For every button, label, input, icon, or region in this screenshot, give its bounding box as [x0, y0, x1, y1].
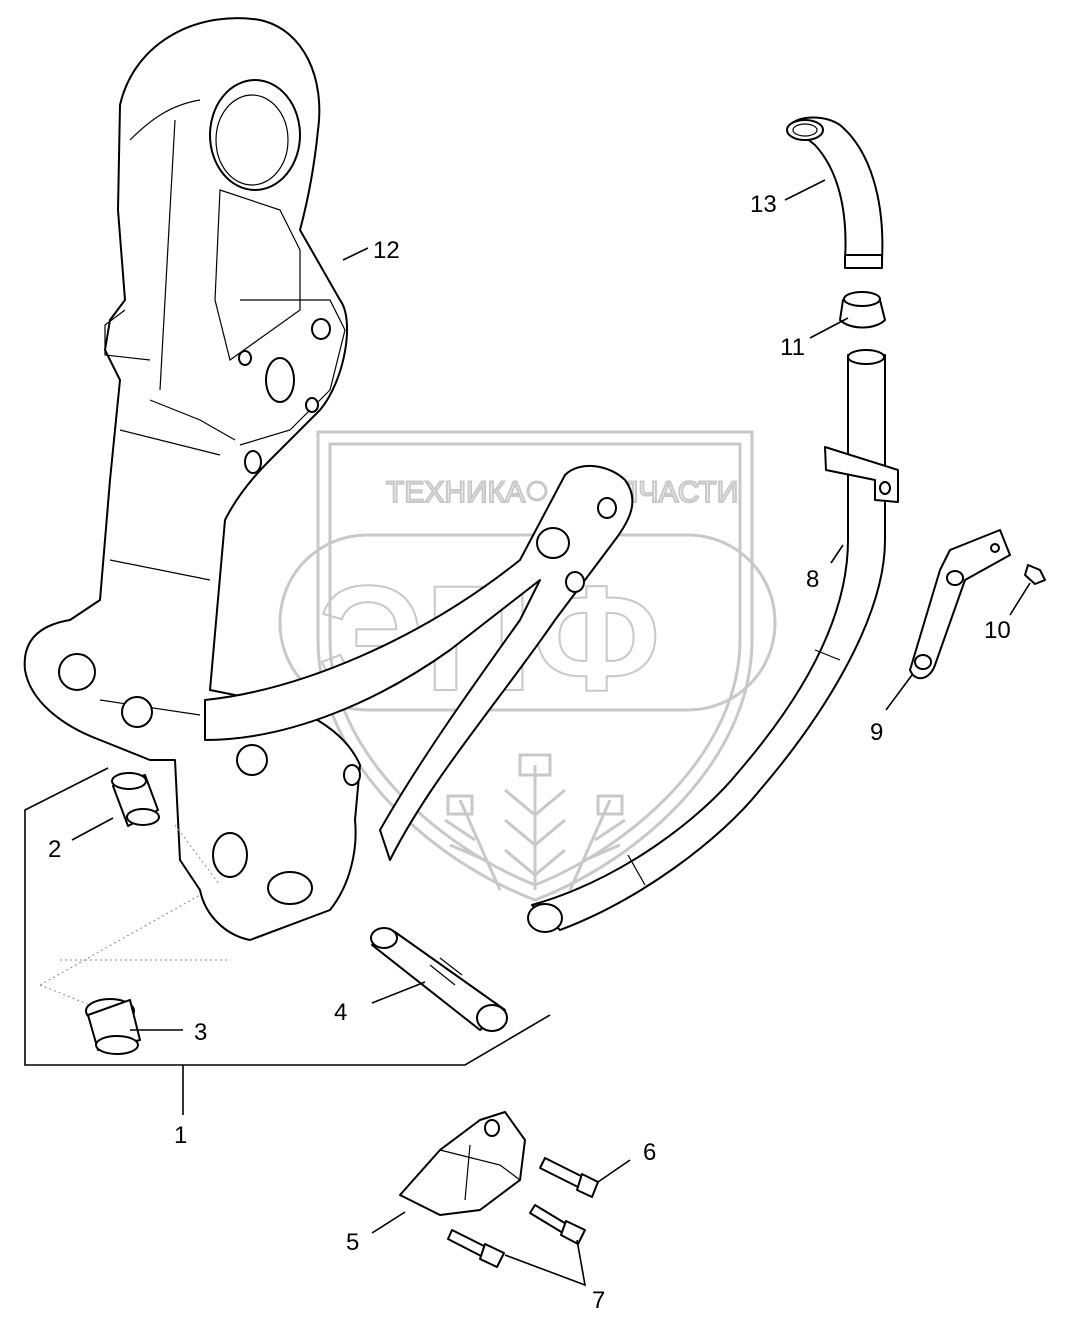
bolt-part-6 — [539, 1157, 599, 1198]
bolt-part-7-a — [529, 1204, 586, 1245]
king-pin-part-4 — [370, 927, 508, 1032]
watermark-oval — [278, 533, 777, 712]
callout-10: 10 — [984, 617, 1011, 644]
callout-3: 3 — [194, 1019, 207, 1046]
grommet-part-11 — [839, 291, 886, 329]
pipe-outline — [531, 354, 886, 931]
watermark-text-left: ТЕХНИКА — [386, 476, 525, 509]
bushing-part-2 — [111, 772, 160, 827]
leader-lines — [24, 179, 1031, 1287]
steering-knuckle-part-12 — [23, 17, 361, 941]
bracket-part-9 — [909, 529, 1011, 680]
bushing-part-3 — [85, 998, 141, 1055]
knuckle-top-bore — [209, 79, 301, 191]
gear-icon — [526, 480, 548, 502]
callout-1: 1 — [174, 1122, 187, 1149]
wheat-icon — [444, 753, 626, 891]
clamp-part-5 — [399, 1111, 526, 1216]
callout-6: 6 — [643, 1139, 656, 1166]
callout-7: 7 — [592, 1287, 605, 1314]
pipe-part-8 — [527, 349, 899, 933]
elbow-tube-part-13 — [786, 116, 884, 269]
callout-labels: 1 2 3 4 5 6 7 8 9 10 11 12 13 — [48, 191, 1011, 1314]
callout-12: 12 — [373, 237, 400, 264]
callout-2: 2 — [48, 836, 61, 863]
watermark-shield — [316, 430, 754, 902]
callout-8: 8 — [806, 566, 819, 593]
steering-arm-outline — [204, 464, 634, 861]
callout-5: 5 — [346, 1229, 359, 1256]
callout-13: 13 — [750, 191, 777, 218]
screw-part-10 — [1024, 564, 1046, 585]
callout-9: 9 — [870, 719, 883, 746]
bolt-part-7-b — [447, 1229, 505, 1268]
steering-arm — [204, 464, 634, 861]
knuckle-outline — [23, 17, 361, 941]
callout-11: 11 — [780, 334, 805, 361]
callout-4: 4 — [334, 999, 347, 1026]
